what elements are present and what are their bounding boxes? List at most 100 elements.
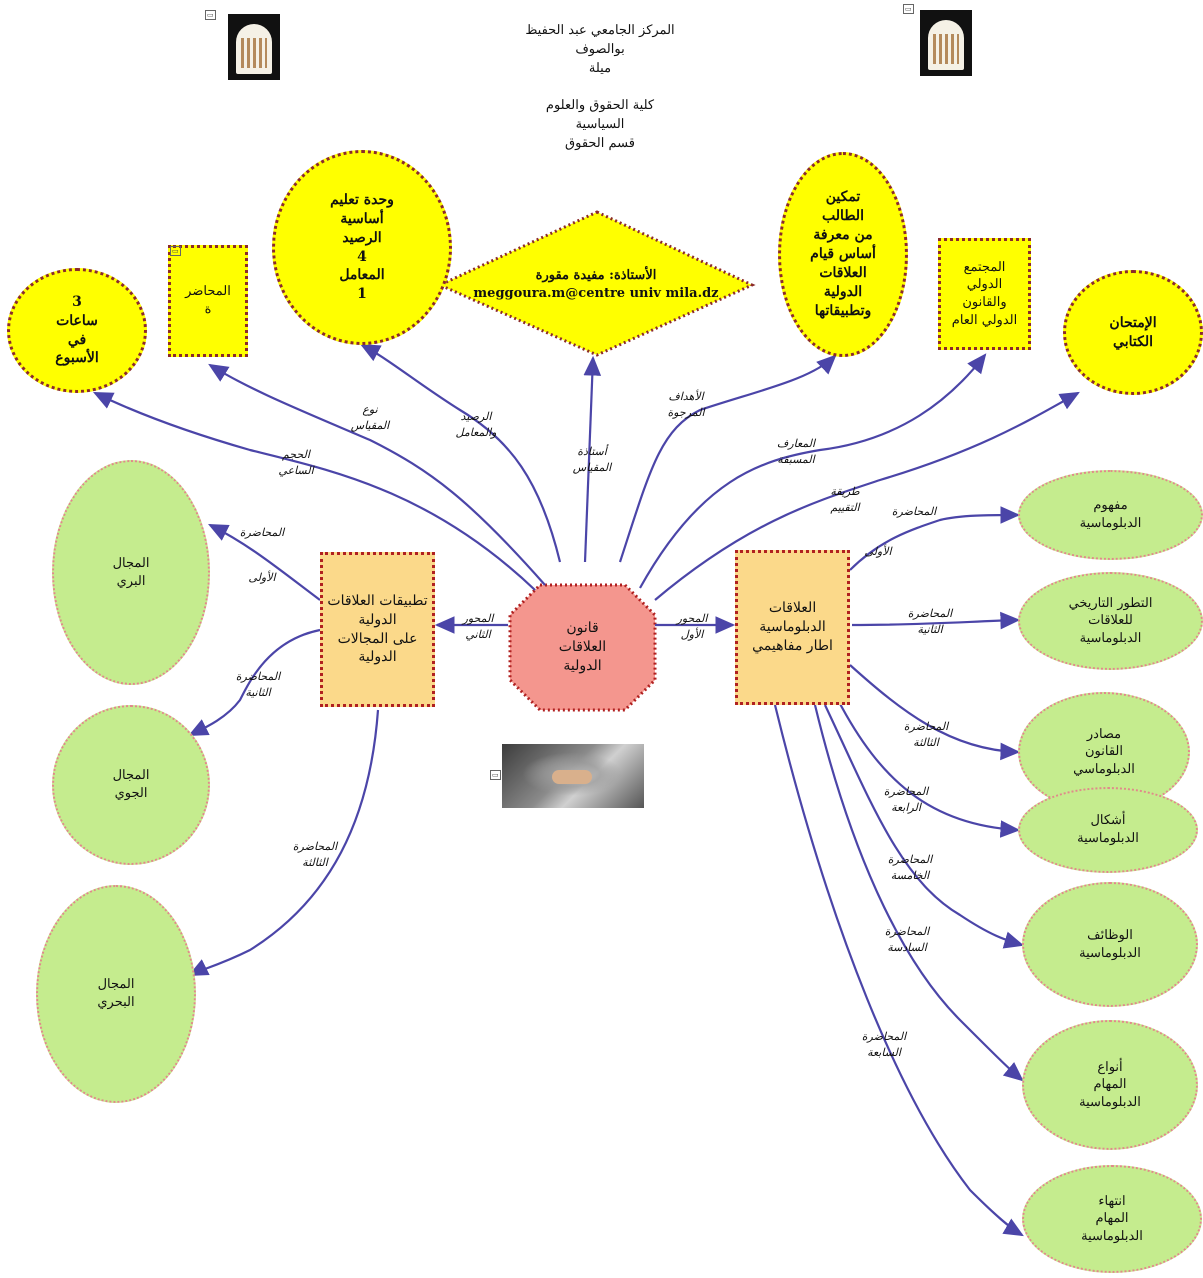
text-line: الثالثة <box>302 856 328 869</box>
text-line: المحاضرة <box>235 670 281 684</box>
text-line: الثاني <box>465 628 491 641</box>
text-line: المحور <box>676 612 708 626</box>
text-line: أستاذة <box>577 445 607 459</box>
text-line: الأول <box>680 628 704 641</box>
text-line: وحدة تعليم <box>330 191 394 208</box>
text-line: على المجالات <box>337 630 418 647</box>
text-line: المركز الجامعي عبد الحفيظ <box>525 23 675 38</box>
text-line: المحاضرة <box>884 925 930 939</box>
edge-hours <box>93 392 536 591</box>
edge-left-2 <box>188 628 321 736</box>
edge-label-l1a: المحاضرة <box>240 525 284 541</box>
text-line: الدولي <box>966 277 1003 293</box>
text-line: الأسبوع <box>55 350 99 367</box>
text-line: التقييم <box>830 501 860 514</box>
text-line: اطار مفاهيمي <box>752 637 833 654</box>
text-line: المحاضرة <box>292 840 338 854</box>
text-line: الحجم <box>282 448 310 462</box>
edge-right-1 <box>849 506 1021 571</box>
edge-left-3 <box>188 709 380 976</box>
text-line: المحاضر <box>185 284 231 300</box>
edge-right-7 <box>773 704 1024 1237</box>
text-line: الدولية <box>563 657 602 674</box>
text-line: المحاضرة <box>891 505 937 519</box>
text-line: المجال <box>112 555 150 571</box>
text-line: العلاقات <box>558 639 607 656</box>
edge-right-6 <box>813 704 1024 1082</box>
university-logo-left <box>228 14 280 80</box>
text-line: المقياس <box>572 461 612 474</box>
lesson-type-node: المحاضر ة <box>168 245 248 357</box>
text-line: المسبقة <box>777 453 815 466</box>
text-line: الدبلوماسية <box>1079 1094 1141 1110</box>
text-line: التطور التاريخي <box>1068 595 1153 611</box>
text-line: نوع <box>362 403 378 417</box>
text-line: المرجوة <box>667 406 705 419</box>
edge-unit <box>360 343 562 563</box>
center-octagon-shape <box>508 583 657 712</box>
text-line: الطالب <box>822 208 864 225</box>
edge-label-r1a: المحاضرة <box>892 504 936 520</box>
text-line: meggoura.m@centre univ mila.dz <box>473 286 719 301</box>
text-line: المهام <box>1095 1211 1129 1227</box>
edge-left-1 <box>208 524 321 601</box>
edge-label-objectives: الأهداف المرجوة <box>667 389 704 421</box>
text-line: ميلة <box>588 60 612 76</box>
text-line: السابعة <box>867 1046 901 1059</box>
text-line: الدبلوماسية <box>1079 945 1141 961</box>
text-line: الدبلوماسية <box>1077 831 1139 846</box>
text-line: العلاقات <box>819 264 867 281</box>
teacher-diamond-shape <box>436 210 756 357</box>
image-placeholder-icon: ▭ <box>490 770 501 780</box>
text-line: 3 <box>72 293 82 310</box>
text-line: الدبلوماسي <box>1073 761 1135 777</box>
text-line: الثالثة <box>913 736 939 749</box>
text-line: 1 <box>357 286 367 303</box>
text-line: الرصيد <box>342 229 382 246</box>
edge-objectives <box>618 354 837 563</box>
text-line: قانون <box>566 620 599 637</box>
edge-label-hours: الحجم الساعي <box>278 447 313 479</box>
edge-label-l3: المحاضرة الثالثة <box>293 839 337 871</box>
text-line: المعارف <box>776 437 816 451</box>
text-line: المحاضرة <box>861 1030 907 1044</box>
text-line: ة <box>204 302 212 317</box>
edge-label-r7: المحاضرة السابعة <box>862 1029 906 1061</box>
text-line: المهام <box>1093 1077 1127 1093</box>
edge-type <box>208 363 546 586</box>
text-line: الرصيد <box>460 410 492 424</box>
edge-exam <box>654 391 1080 601</box>
text-line: أنواع <box>1097 1059 1123 1075</box>
text-line: الدولية <box>358 611 397 628</box>
text-line: المحور <box>462 612 494 626</box>
text-line: كلية الحقوق والعلوم <box>545 98 655 114</box>
text-line: الساعي <box>278 464 314 477</box>
edge-label-axis2: المحور الثاني <box>463 611 494 643</box>
text-line: الثانية <box>917 623 943 636</box>
text-line: الأولى <box>248 571 276 585</box>
text-line: بوالصوف <box>575 41 625 57</box>
institution-header: المركز الجامعي عبد الحفيظ بوالصوف ميلة كلي… <box>500 22 700 154</box>
text-line: القانون <box>1085 744 1123 760</box>
text-line: الأهداف <box>668 390 704 404</box>
text-line: المعامل <box>339 267 385 284</box>
text-line: الدولية <box>358 649 397 666</box>
text-line: السادسة <box>887 941 927 954</box>
